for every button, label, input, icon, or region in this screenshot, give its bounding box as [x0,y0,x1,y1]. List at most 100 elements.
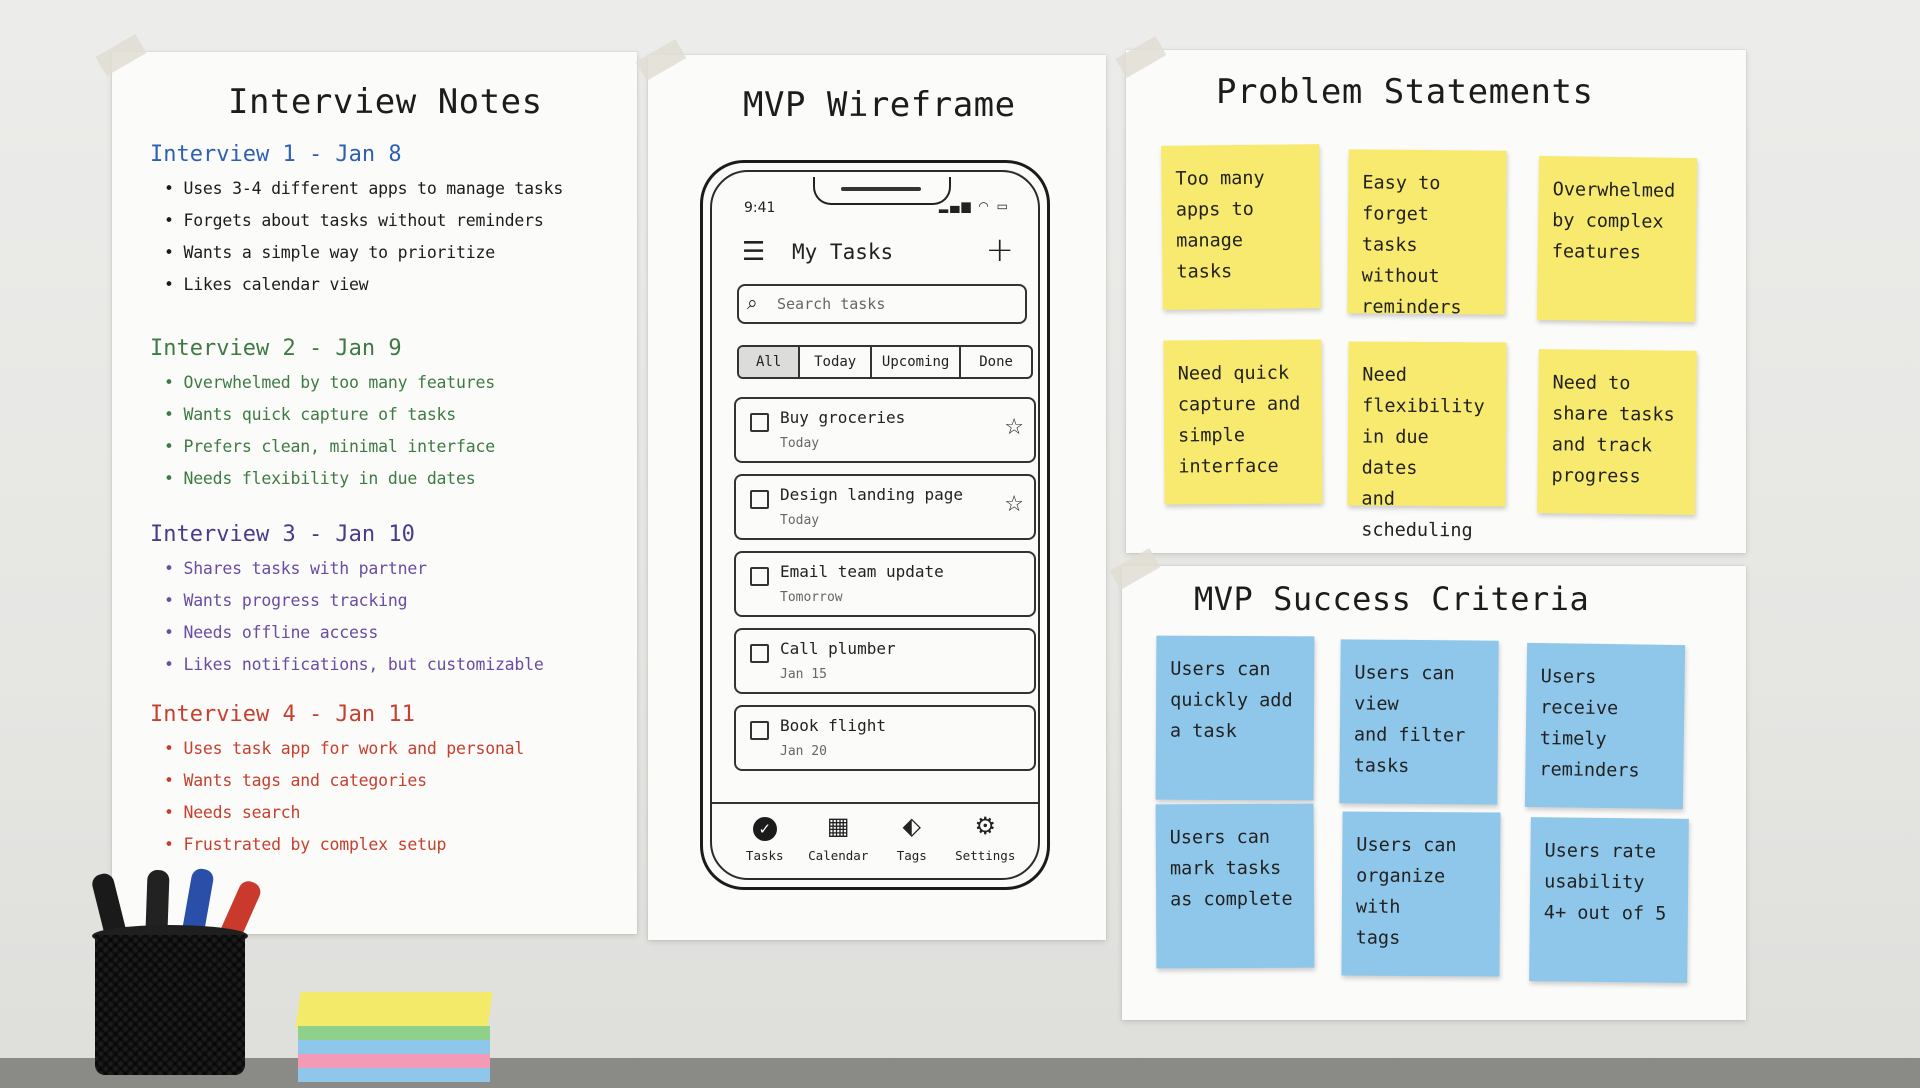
nav-label: Calendar [808,848,869,863]
task-title: Call plumber [780,639,896,658]
interview-3: Interview 3 - Jan 10 Shares tasks with p… [150,522,620,681]
nav-label: Tags [896,848,927,863]
interview-heading: Interview 2 - Jan 9 [150,336,402,361]
interview-heading: Interview 3 - Jan 10 [150,522,415,547]
task-due: Jan 20 [780,744,827,759]
search-icon: ⌕ [747,292,758,314]
nav-tasks[interactable]: ✓ Tasks [729,812,801,882]
tape [95,33,147,77]
signal-wifi-battery-icon: ▂▄▆ ◠ ▭ [938,199,1010,213]
interview-1: Interview 1 - Jan 8 Uses 3-4 different a… [150,142,620,301]
task-row[interactable]: Book flight Jan 20 [734,705,1036,771]
note-item: Shares tasks with partner [164,553,620,585]
note-item: Overwhelmed by too many features [164,367,620,399]
star-icon[interactable]: ☆ [1004,415,1024,440]
interview-2: Interview 2 - Jan 9 Overwhelmed by too m… [150,336,620,495]
nav-label: Settings [955,848,1016,863]
interview-heading: Interview 1 - Jan 8 [150,142,402,167]
note-item: Wants a simple way to prioritize [164,237,620,269]
note-item: Wants tags and categories [164,765,620,797]
tape [1109,547,1161,591]
pen-cup [95,935,245,1075]
star-icon[interactable]: ☆ [1004,492,1024,517]
screen-title: My Tasks [792,240,894,264]
phone-notch [813,177,951,205]
note-item: Frustrated by complex setup [164,829,620,861]
hamburger-menu-icon[interactable]: ☰ [742,237,766,267]
interview-4: Interview 4 - Jan 11 Uses task app for w… [150,702,620,861]
filter-tabs: All Today Upcoming Done [737,345,1033,379]
task-checkbox[interactable] [750,721,769,740]
phone-mockup: 9:41 ▂▄▆ ◠ ▭ ☰ My Tasks + ⌕ Search tasks… [700,160,1050,890]
task-checkbox[interactable] [750,413,769,432]
tab-all[interactable]: All [739,347,801,377]
task-title: Buy groceries [780,408,906,427]
task-due: Jan 15 [780,667,827,682]
interview-notes-title: Interview Notes [228,82,543,122]
tab-upcoming[interactable]: Upcoming [872,347,962,377]
note-item: Needs offline access [164,617,620,649]
note-item: Likes calendar view [164,269,620,301]
tape [635,38,687,82]
search-input[interactable]: ⌕ Search tasks [737,284,1027,324]
interview-notes-sheet: Interview Notes Interview 1 - Jan 8 Uses… [95,33,637,934]
tab-done[interactable]: Done [979,354,1013,370]
tape [1115,35,1167,79]
task-checkbox[interactable] [750,567,769,586]
nav-label: Tasks [745,848,784,863]
gear-icon: ⚙ [974,812,996,840]
problem-statements-title: Problem Statements [1216,72,1594,112]
note-item: Likes notifications, but customizable [164,649,620,681]
note-item: Forgets about tasks without reminders [164,205,620,237]
check-circle-icon: ✓ [752,817,777,841]
task-due: Today [780,436,820,451]
task-title: Design landing page [780,485,964,504]
task-checkbox[interactable] [750,644,769,663]
task-due: Tomorrow [780,590,843,605]
task-row[interactable]: Email team update Tomorrow [734,551,1036,617]
note-item: Uses task app for work and personal [164,733,620,765]
task-title: Book flight [780,716,886,735]
task-checkbox[interactable] [750,490,769,509]
nav-tags[interactable]: ⬖ Tags [876,812,948,882]
phone-screen: 9:41 ▂▄▆ ◠ ▭ ☰ My Tasks + ⌕ Search tasks… [710,170,1040,880]
search-placeholder: Search tasks [777,295,886,313]
note-item: Uses 3-4 different apps to manage tasks [164,173,620,205]
interview-heading: Interview 4 - Jan 11 [150,702,415,727]
task-title: Email team update [780,562,944,581]
task-due: Today [780,513,820,528]
note-item: Wants progress tracking [164,585,620,617]
note-item: Needs flexibility in due dates [164,463,620,495]
bottom-nav: ✓ Tasks ▦ Calendar ⬖ Tags ⚙ Settings [712,802,1038,882]
add-task-icon[interactable]: + [985,230,1015,270]
nav-settings[interactable]: ⚙ Settings [949,812,1021,882]
wireframe-title: MVP Wireframe [743,85,1016,125]
task-row[interactable]: Design landing page Today ☆ [734,474,1036,540]
desk-surface [0,1058,1920,1088]
calendar-icon: ▦ [826,812,850,840]
task-row[interactable]: Call plumber Jan 15 [734,628,1036,694]
tag-icon: ⬖ [902,812,921,840]
note-item: Prefers clean, minimal interface [164,431,620,463]
note-item: Needs search [164,797,620,829]
note-item: Wants quick capture of tasks [164,399,620,431]
tab-today[interactable]: Today [800,347,873,377]
status-time: 9:41 [744,200,776,216]
task-row[interactable]: Buy groceries Today ☆ [734,397,1036,463]
success-criteria-title: MVP Success Criteria [1194,580,1590,618]
nav-calendar[interactable]: ▦ Calendar [802,812,874,882]
